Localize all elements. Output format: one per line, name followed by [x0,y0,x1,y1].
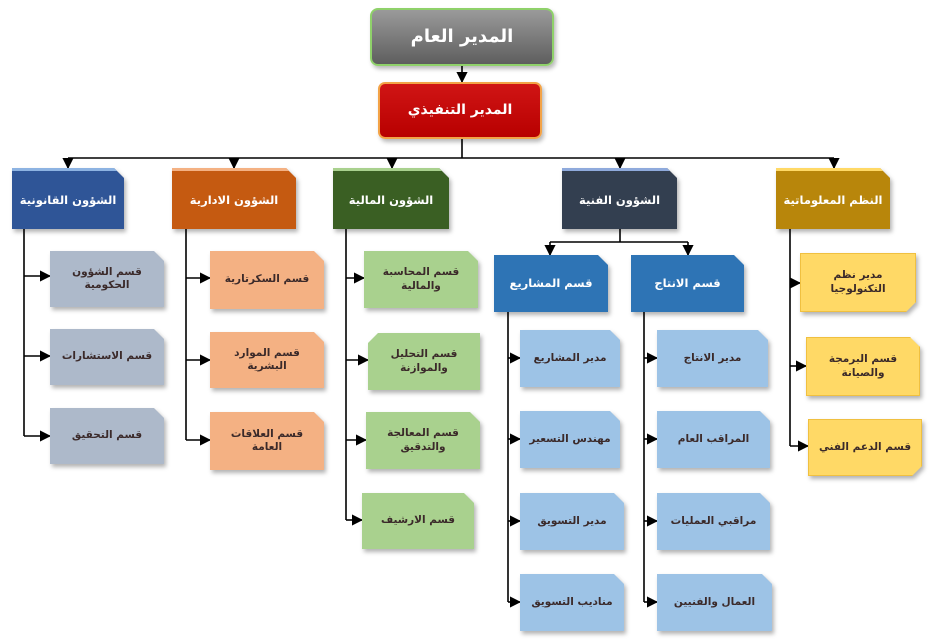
projects-item: مدير المشاريع [520,330,620,387]
admin-item: قسم السكرتارية [210,251,324,309]
production-item: العمال والفنيين [657,574,772,631]
legal-item: قسم الاستشارات [50,329,164,385]
legal-affairs-header: الشؤون القانونية [12,168,124,229]
projects-item: مهندس التسعير [520,411,620,468]
information-systems-header: النظم المعلوماتية [776,168,890,229]
finance-item: قسم المحاسبة والمالية [364,251,478,308]
general-manager-box: المدير العام [370,8,554,66]
it-item: قسم البرمجة والصيانة [806,337,920,396]
admin-item: قسم الموارد البشرية [210,332,324,388]
projects-item: مناديب التسويق [520,574,624,631]
executive-manager-box: المدير التنفيذي [378,82,542,139]
finance-item: قسم الارشيف [362,493,474,549]
projects-department-header: قسم المشاريع [494,255,608,312]
finance-item: قسم المعالجة والتدقيق [366,412,480,469]
production-item: مراقبي العمليات [657,493,770,550]
it-item: مدير نظم التكنولوجيا [800,253,916,312]
finance-affairs-header: الشؤون المالية [333,168,449,229]
legal-item: قسم الشؤون الحكومية [50,251,164,307]
admin-affairs-header: الشؤون الادارية [172,168,296,229]
legal-item: قسم التحقيق [50,408,164,464]
production-department-header: قسم الانتاج [631,255,744,312]
production-item: مدير الانتاج [657,330,768,387]
technical-affairs-header: الشؤون الفنية [562,168,677,229]
projects-item: مدير التسويق [520,493,624,550]
it-item: قسم الدعم الفني [808,419,922,476]
admin-item: قسم العلاقات العامة [210,412,324,470]
finance-item: قسم التحليل والموازنة [368,333,480,390]
production-item: المراقب العام [657,411,770,468]
